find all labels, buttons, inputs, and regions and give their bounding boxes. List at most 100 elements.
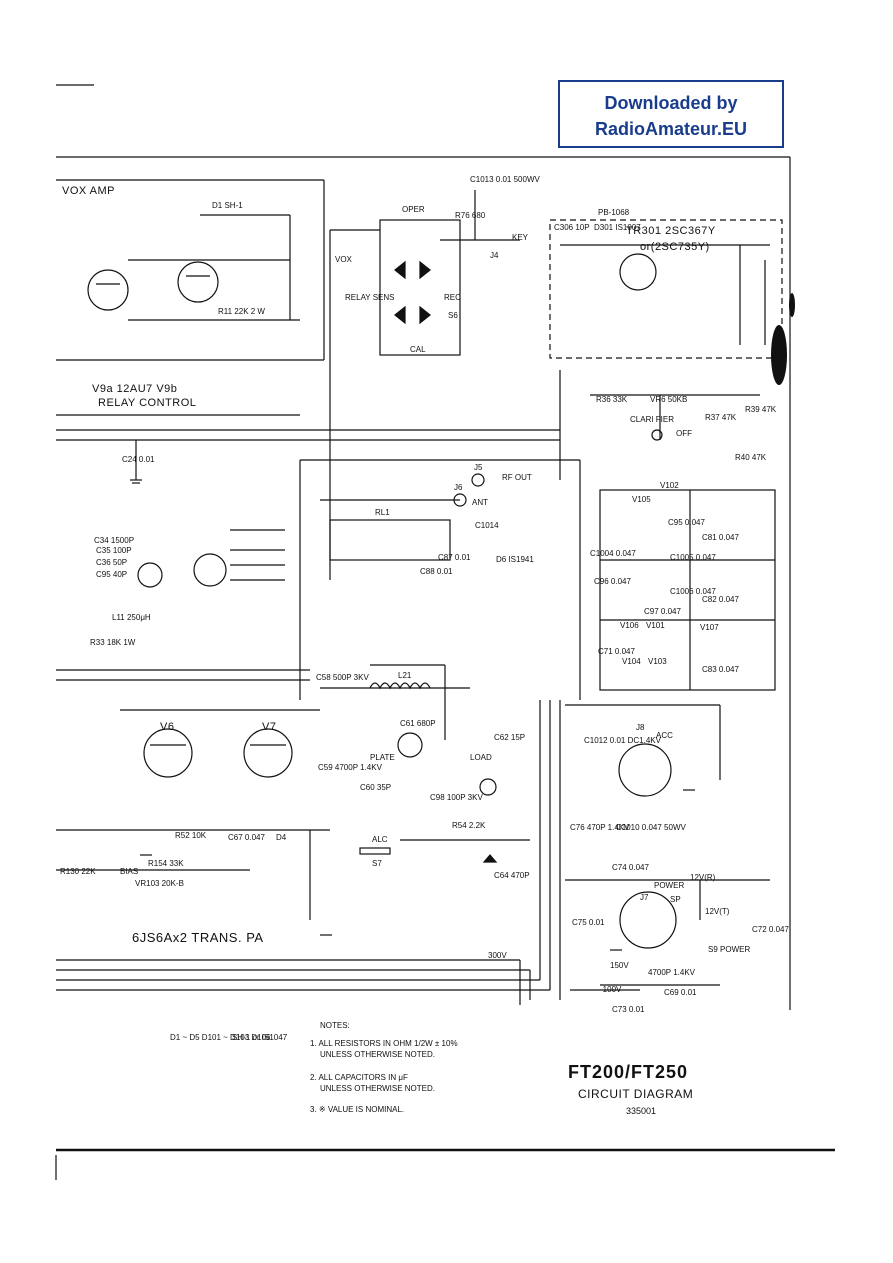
supply-150v: 150V bbox=[610, 961, 629, 970]
label-relay-sens: RELAY SENS bbox=[345, 293, 395, 302]
comp-v102: V102 bbox=[660, 481, 679, 490]
title-subtitle: CIRCUIT DIAGRAM bbox=[578, 1087, 693, 1101]
supply-c72: C72 0.047 bbox=[752, 925, 789, 934]
supply-s9-power: S9 POWER bbox=[708, 945, 750, 954]
comp-r39: R39 47K bbox=[745, 405, 777, 414]
label-tr301: TR301 2SC367Y bbox=[626, 225, 716, 237]
label-ant: ANT bbox=[472, 498, 488, 507]
comp-c36: C36 50P bbox=[96, 558, 127, 567]
notes-title: NOTES: bbox=[320, 1021, 350, 1030]
label-j5: J5 bbox=[474, 463, 483, 472]
comp-r40: R40 47K bbox=[735, 453, 767, 462]
label-rec: REC bbox=[444, 293, 461, 302]
comp-c67: C67 0.047 bbox=[228, 833, 265, 842]
comp-r37: R37 47K bbox=[705, 413, 737, 422]
comp-r130: R130 22K bbox=[60, 867, 96, 876]
comp-c1013: C1013 0.01 500WV bbox=[470, 175, 540, 184]
note-1b: UNLESS OTHERWISE NOTED. bbox=[320, 1050, 435, 1059]
watermark-line-2: RadioAmateur.EU bbox=[594, 119, 748, 139]
comp-c34: C34 1500P bbox=[94, 536, 134, 545]
comp-d4: D4 bbox=[276, 833, 287, 842]
label-pb: PB-1068 bbox=[598, 208, 630, 217]
comp-c306: C306 10P bbox=[554, 223, 590, 232]
label-v7: V7 bbox=[262, 721, 276, 733]
comp-c64: C64 470P bbox=[494, 871, 530, 880]
label-acc: ACC bbox=[656, 731, 673, 740]
comp-r154: R154 33K bbox=[148, 859, 184, 868]
comp-c87: C87 0.01 bbox=[438, 553, 471, 562]
comp-r76: R76 680 bbox=[455, 211, 486, 220]
label-j8: J8 bbox=[636, 723, 645, 732]
comp-c1014: C1014 bbox=[475, 521, 499, 530]
label-v6: V6 bbox=[160, 721, 174, 733]
comp-l11: L11 250μH bbox=[112, 613, 151, 622]
comp-c74: C74 0.047 bbox=[612, 863, 649, 872]
label-s6: S6 bbox=[448, 311, 458, 320]
comp-c95b: C95 0.047 bbox=[668, 518, 705, 527]
comp-c35: C35 100P bbox=[96, 546, 132, 555]
comp-c24: C24 0.01 bbox=[122, 455, 155, 464]
comp-c1010: C1010 0.047 50WV bbox=[616, 823, 686, 832]
note-1a: 1. ALL RESISTORS IN OHM 1/2W ± 10% bbox=[310, 1039, 458, 1048]
comp-v104: V104 bbox=[622, 657, 641, 666]
label-clarifier: CLARI FIER bbox=[630, 415, 674, 424]
label-vox: VOX bbox=[335, 255, 353, 264]
comp-vr6: VR6 50KB bbox=[650, 395, 687, 404]
comp-c1005: C1005 0.047 bbox=[670, 553, 716, 562]
comp-v103: V103 bbox=[648, 657, 667, 666]
supply-12v-t: 12V(T) bbox=[705, 907, 730, 916]
comp-c81: C81 0.047 bbox=[702, 533, 739, 542]
comp-v105: V105 bbox=[632, 495, 651, 504]
comp-c70: 4700P 1.4KV bbox=[648, 968, 696, 977]
label-cal: CAL bbox=[410, 345, 426, 354]
comp-c75: C75 0.01 bbox=[572, 918, 605, 927]
label-alc: ALC bbox=[372, 835, 388, 844]
comp-c1012: C1012 0.01 DC1.4KV bbox=[584, 736, 662, 745]
legend-diodes: D1 ~ D5 D101 ~ D103 D106 bbox=[170, 1033, 271, 1042]
comp-d6: D6 IS1941 bbox=[496, 555, 534, 564]
comp-vr103: VR103 20K-B bbox=[135, 879, 184, 888]
label-rf-out: RF OUT bbox=[502, 473, 532, 482]
label-s7: S7 bbox=[372, 859, 382, 868]
comp-v107: V107 bbox=[700, 623, 719, 632]
comp-c73: C73 0.01 bbox=[612, 1005, 645, 1014]
comp-r54: R54 2.2K bbox=[452, 821, 486, 830]
title-model: FT200/FT250 bbox=[568, 1062, 688, 1082]
supply-sp: SP bbox=[670, 895, 681, 904]
comp-r52: R52 10K bbox=[175, 831, 207, 840]
comp-c82: C82 0.047 bbox=[702, 595, 739, 604]
comp-r36: R36 33K bbox=[596, 395, 628, 404]
label-j7: J7 bbox=[640, 893, 649, 902]
label-oper: OPER bbox=[402, 205, 425, 214]
comp-c96: C96 0.047 bbox=[594, 577, 631, 586]
title-number: 335001 bbox=[626, 1106, 656, 1116]
label-load: LOAD bbox=[470, 753, 492, 762]
label-tube-v9: V9a 12AU7 V9b bbox=[92, 383, 177, 395]
label-relay-control: RELAY CONTROL bbox=[98, 397, 196, 409]
comp-r33: R33 18K 1W bbox=[90, 638, 136, 647]
label-off: OFF bbox=[676, 429, 692, 438]
comp-v106: V106 bbox=[620, 621, 639, 630]
label-tr301-alt: or(2SC735Y) bbox=[640, 241, 710, 253]
supply-12v-r: 12V(R) bbox=[690, 873, 716, 882]
watermark-badge: Downloaded by RadioAmateur.EU bbox=[558, 80, 784, 148]
comp-v101: V101 bbox=[646, 621, 665, 630]
comp-c76: C76 470P 1.4KV bbox=[570, 823, 630, 832]
comp-c60: C60 35P bbox=[360, 783, 391, 792]
comp-c98: C98 100P 3KV bbox=[430, 793, 483, 802]
note-2b: UNLESS OTHERWISE NOTED. bbox=[320, 1084, 435, 1093]
comp-d1: D1 SH-1 bbox=[212, 201, 243, 210]
label-vox-amp: VOX AMP bbox=[62, 185, 115, 197]
comp-c59: C59 4700P 1.4KV bbox=[318, 763, 383, 772]
comp-c97: C97 0.047 bbox=[644, 607, 681, 616]
comp-c58: C58 500P 3KV bbox=[316, 673, 369, 682]
label-rl1: RL1 bbox=[375, 508, 390, 517]
comp-d301: D301 IS1007 bbox=[594, 223, 641, 232]
label-j6: J6 bbox=[454, 483, 463, 492]
label-plate: PLATE bbox=[370, 753, 395, 762]
note-2a: 2. ALL CAPACITORS IN μF bbox=[310, 1073, 408, 1082]
comp-r11: R11 22K 2 W bbox=[218, 307, 265, 316]
label-trans-pa: 6JS6Ax2 TRANS. PA bbox=[132, 930, 264, 945]
comp-c62: C62 15P bbox=[494, 733, 525, 742]
